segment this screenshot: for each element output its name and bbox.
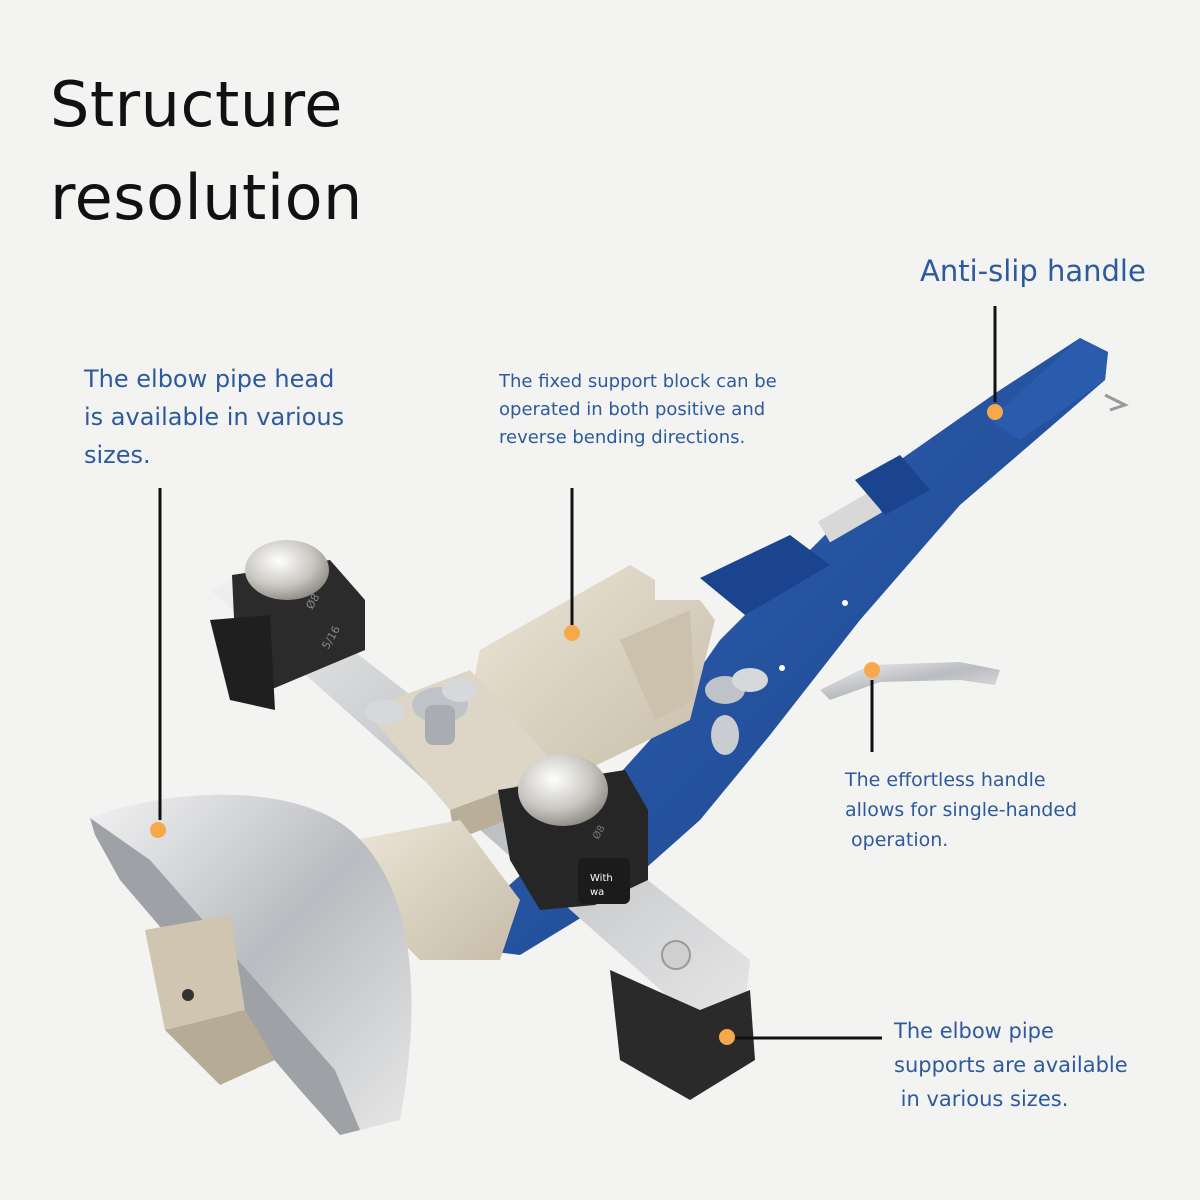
title-line-1: Structure [50, 68, 343, 141]
caption-elbow-head: The elbow pipe head is available in vari… [84, 360, 344, 474]
elbow-pipe-head [90, 794, 520, 1135]
effortless-handle [820, 662, 1000, 700]
callout-marker [864, 662, 880, 678]
caption-line: operated in both positive and [499, 399, 766, 420]
callout-marker [987, 404, 1003, 420]
caption-line: The effortless handle [845, 769, 1046, 791]
callout-marker [719, 1029, 735, 1045]
title-line-2: resolution [50, 161, 363, 234]
caption-line: in various sizes. [894, 1087, 1069, 1111]
caption-line: The fixed support block can be [499, 371, 777, 392]
caption-line: Anti-slip handle [920, 254, 1146, 288]
caption-pipe-supports: The elbow pipe supports are available in… [894, 1014, 1128, 1116]
caption-line: is available in various [84, 403, 345, 431]
caption-line: The elbow pipe [894, 1019, 1054, 1043]
caption-effortless-handle: The effortless handle allows for single-… [845, 765, 1077, 855]
caption-line: allows for single-handed [845, 799, 1078, 821]
caption-line: The elbow pipe head [84, 365, 335, 393]
wing-nut-icon [365, 678, 478, 745]
caption-fixed-block: The fixed support block can be operated … [499, 368, 777, 452]
caption-line: operation. [845, 829, 949, 851]
callout-marker [564, 625, 580, 641]
upper-roller-die: Ø8 5/16 [210, 540, 365, 710]
overlay-badge: With wa [590, 872, 613, 900]
caption-line: sizes. [84, 441, 151, 469]
caption-anti-slip-handle: Anti-slip handle [920, 254, 1146, 288]
middle-roller-die: Ø8 [498, 754, 648, 910]
caption-line: reverse bending directions. [499, 427, 746, 448]
pipe-support-die [610, 970, 755, 1100]
caption-line: supports are available [894, 1053, 1128, 1077]
callout-marker [150, 822, 166, 838]
badge-line-2: wa [590, 887, 605, 898]
wing-nut-icon [705, 668, 768, 755]
badge-line-1: With [590, 873, 613, 884]
page-title: Structure resolution [50, 58, 363, 244]
